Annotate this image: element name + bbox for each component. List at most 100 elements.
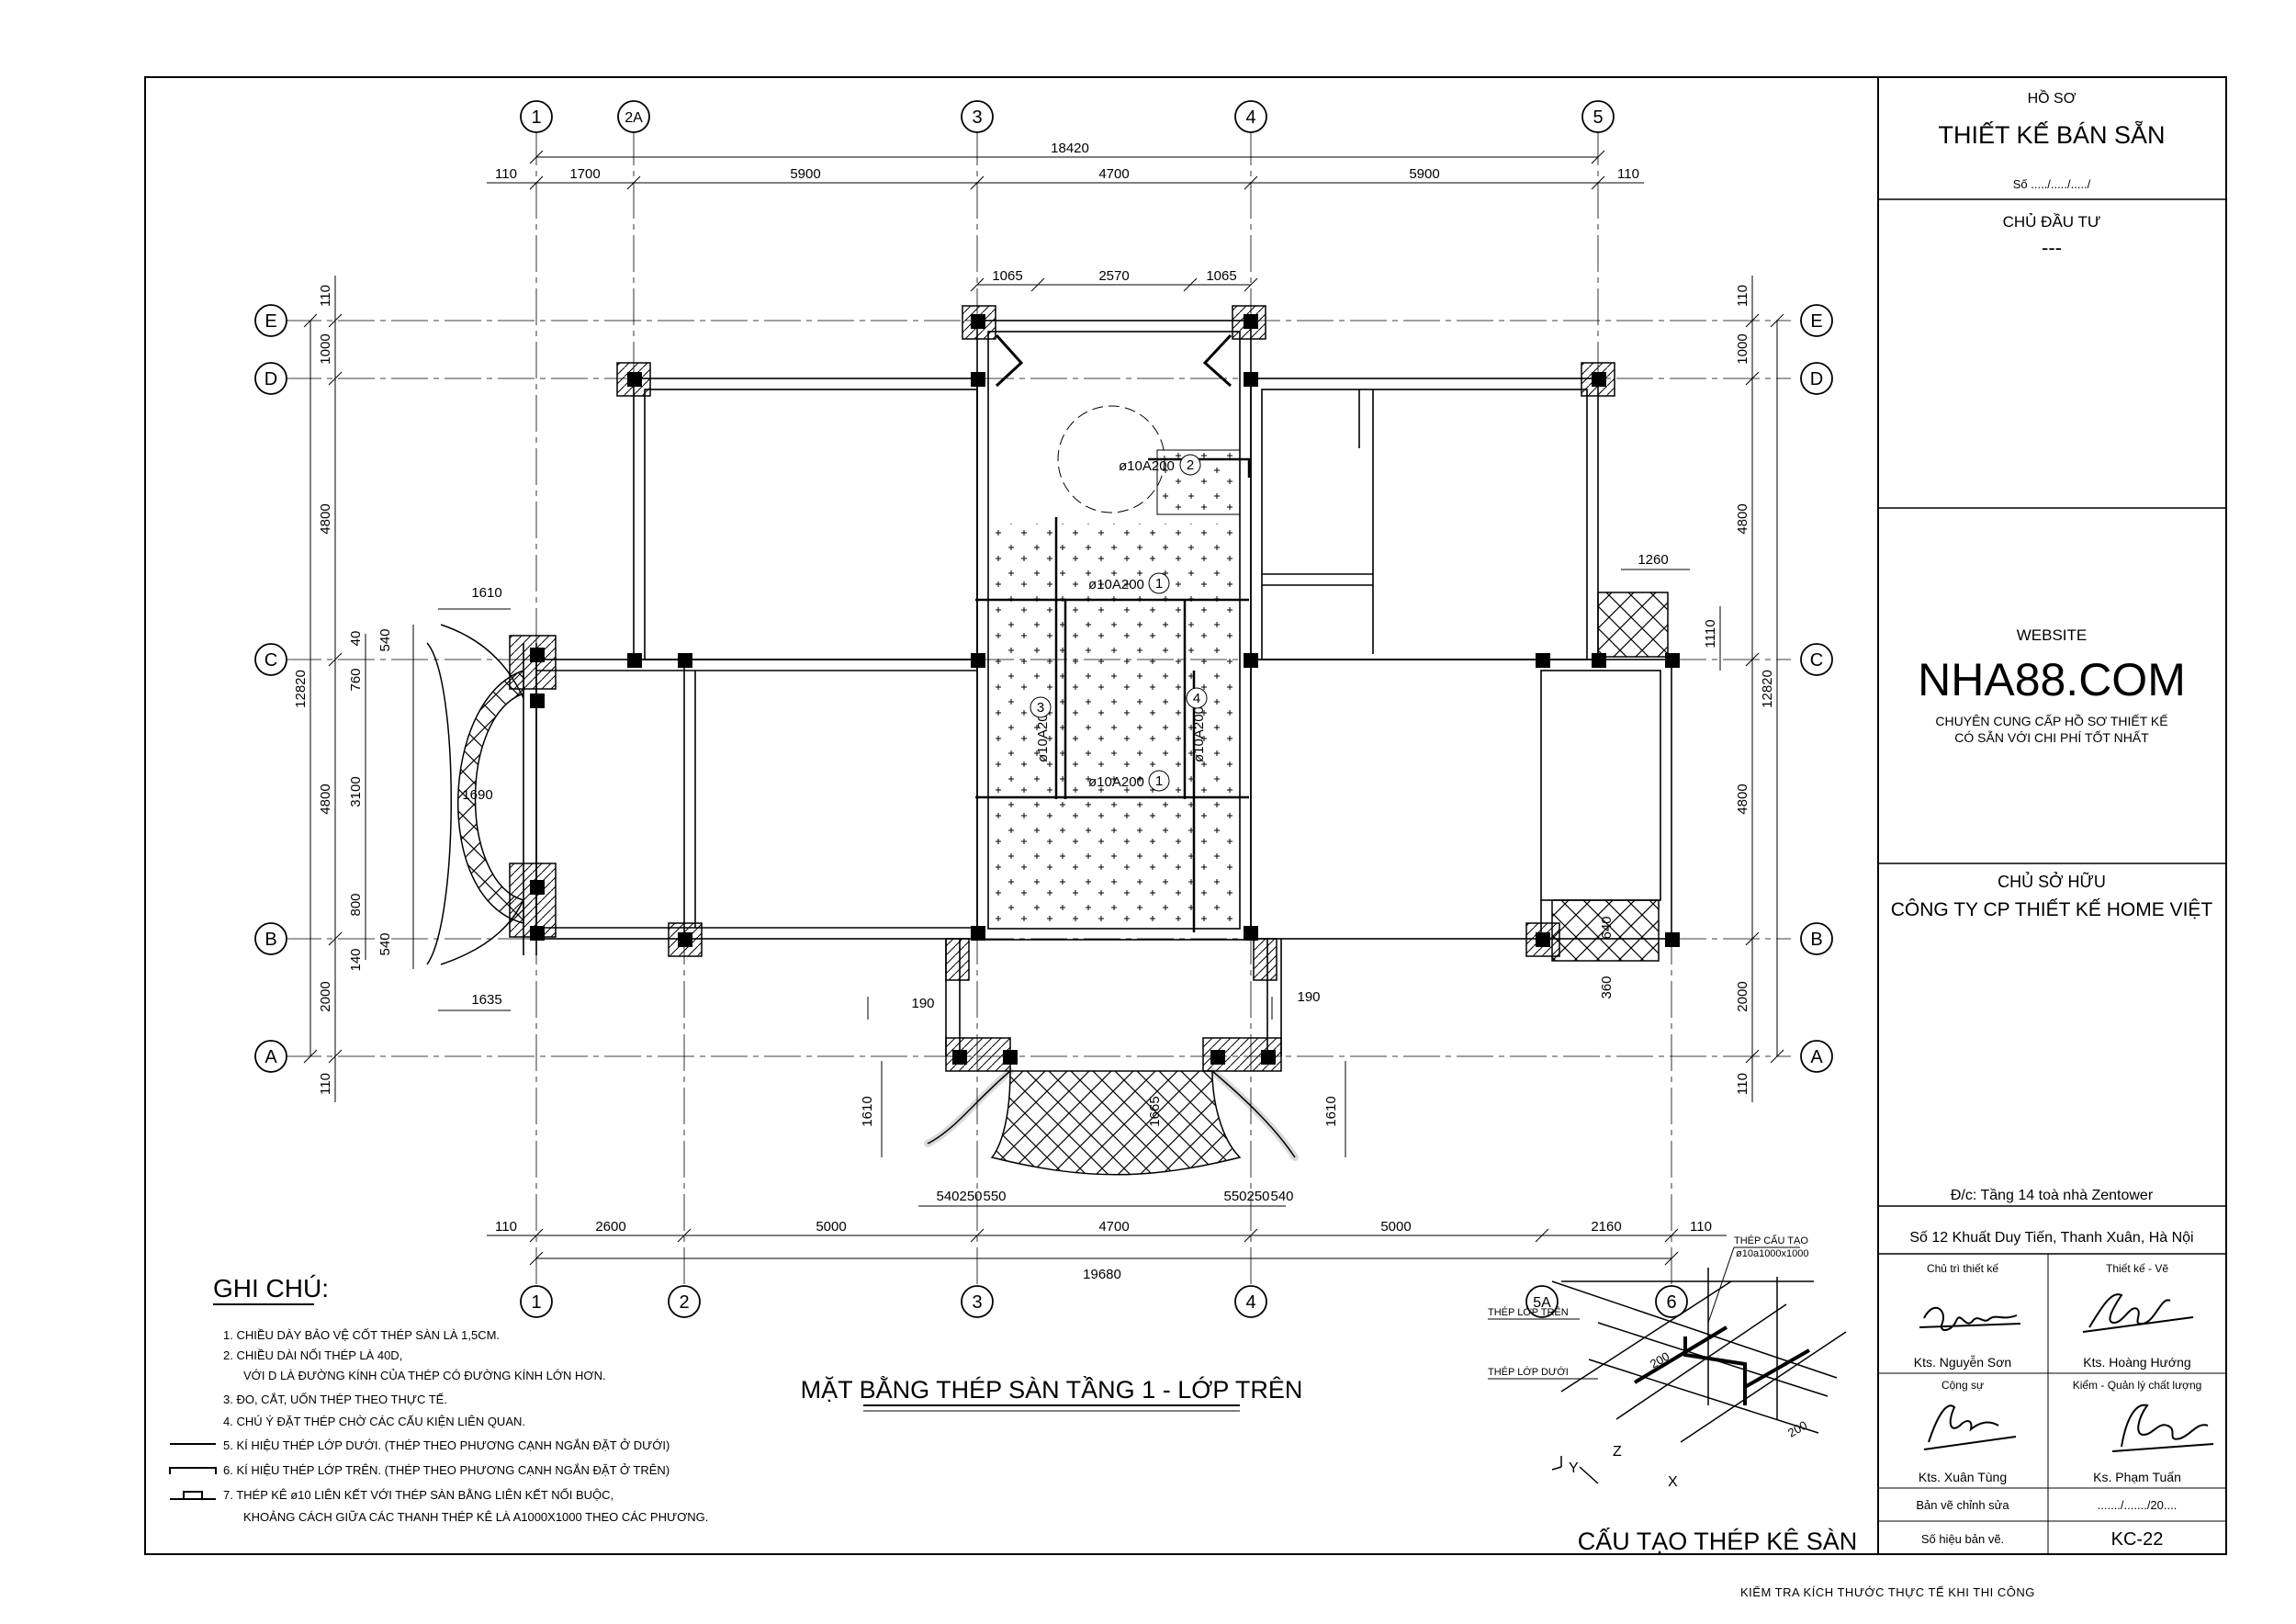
address-line-2: Số 12 Khuất Duy Tiến, Thanh Xuân, Hà Nội xyxy=(1909,1230,2193,1246)
svg-text:140: 140 xyxy=(348,948,364,971)
sheet-border xyxy=(144,76,2227,1555)
footer-note: KIỂM TRA KÍCH THƯỚC THỰC TẾ KHI THI CÔNG xyxy=(1740,1585,2035,1599)
rebar-label-3: ø10A200 xyxy=(1035,706,1051,762)
svg-text:1: 1 xyxy=(1155,773,1163,789)
svg-text:THÉP LỚP TRÊN: THÉP LỚP TRÊN xyxy=(1488,1306,1569,1318)
svg-text:1610: 1610 xyxy=(1323,1096,1339,1126)
svg-text:Y: Y xyxy=(1569,1460,1579,1476)
rebar-label-4: ø10A200 xyxy=(1191,706,1207,762)
svg-text:1110: 1110 xyxy=(1703,619,1718,648)
ban-ve-chinh-sua-label: Bản vẽ chỉnh sửa xyxy=(1916,1498,2009,1512)
ho-so-label: HỒ SƠ xyxy=(2028,89,2077,107)
svg-text:760: 760 xyxy=(348,668,364,691)
svg-text:1000: 1000 xyxy=(318,333,333,364)
grid-bubbles-right: E D C B A xyxy=(1800,304,1833,1073)
svg-text:1065: 1065 xyxy=(1206,268,1236,284)
svg-text:540: 540 xyxy=(377,932,393,955)
svg-text:1065: 1065 xyxy=(992,268,1022,284)
svg-text:4: 4 xyxy=(1245,1292,1255,1313)
grid-bubbles-top: 1 2A 3 4 5 xyxy=(520,100,1615,133)
svg-text:7. THÉP KÊ ø10 LIÊN KẾT VỚI TH: 7. THÉP KÊ ø10 LIÊN KẾT VỚI THÉP SÀN BẰN… xyxy=(223,1488,613,1502)
svg-text:2000: 2000 xyxy=(1735,981,1750,1011)
svg-text:1610: 1610 xyxy=(471,585,501,601)
svg-text:3: 3 xyxy=(1037,700,1044,716)
svg-text:1000: 1000 xyxy=(1735,333,1750,364)
svg-text:540: 540 xyxy=(936,1189,959,1204)
svg-text:800: 800 xyxy=(348,893,364,916)
svg-text:4800: 4800 xyxy=(318,503,333,534)
stair-diagonals xyxy=(995,333,1232,388)
grid-bubbles-bottom: 1 2 3 4 5A 6 xyxy=(520,1285,1688,1318)
svg-text:1700: 1700 xyxy=(569,166,600,182)
bay-window-front xyxy=(990,1070,1242,1176)
svg-text:1: 1 xyxy=(531,107,541,128)
signature-chu-tri xyxy=(1919,1306,2021,1331)
svg-text:550: 550 xyxy=(1223,1189,1246,1204)
svg-text:110: 110 xyxy=(318,1073,333,1095)
svg-text:1. CHIỀU DÀY BẢO VỆ CỐT THÉP S: 1. CHIỀU DÀY BẢO VỆ CỐT THÉP SÀN LÀ 1,5C… xyxy=(223,1328,500,1342)
svg-text:Z: Z xyxy=(1613,1444,1622,1460)
svg-text:2: 2 xyxy=(1187,457,1194,473)
svg-text:6: 6 xyxy=(1666,1292,1676,1313)
svg-text:190: 190 xyxy=(1297,989,1320,1005)
grid-bubbles-left: E D C B A xyxy=(254,304,287,1073)
signature-kiem xyxy=(2111,1404,2214,1452)
svg-text:2A: 2A xyxy=(625,110,643,126)
svg-text:110: 110 xyxy=(1690,1219,1712,1235)
svg-text:VỚI D LÀ ĐƯỜNG KÍNH CỦA THÉP C: VỚI D LÀ ĐƯỜNG KÍNH CỦA THÉP CÓ ĐƯỜNG KÍ… xyxy=(243,1369,606,1382)
name-cong-su: Kts. Xuân Tùng xyxy=(1919,1470,2007,1484)
svg-text:C: C xyxy=(264,650,277,671)
svg-text:D: D xyxy=(264,369,277,389)
tagline-1: CHUYÊN CUNG CẤP HỒ SƠ THIẾT KẾ xyxy=(1935,713,2167,728)
columns xyxy=(530,314,1680,1065)
svg-text:250: 250 xyxy=(1246,1189,1269,1204)
svg-text:110: 110 xyxy=(1735,285,1750,307)
signature-thiet-ke xyxy=(2082,1293,2194,1333)
name-kiem: Ks. Phạm Tuấn xyxy=(2093,1470,2181,1484)
svg-text:THÉP LỚP DƯỚI: THÉP LỚP DƯỚI xyxy=(1488,1366,1569,1378)
stair-slab xyxy=(1156,449,1241,515)
ban-ve-chinh-sua-value: ......./......./20.... xyxy=(2098,1498,2178,1512)
svg-text:12820: 12820 xyxy=(293,670,309,708)
role-cong-su: Cộng sự xyxy=(1941,1379,1984,1392)
svg-text:110: 110 xyxy=(495,1219,517,1235)
svg-text:2: 2 xyxy=(679,1292,689,1313)
svg-text:5A: 5A xyxy=(1533,1295,1551,1311)
svg-text:4. CHÚ Ý ĐẶT THÉP CHỜ CÁC CẤU: 4. CHÚ Ý ĐẶT THÉP CHỜ CÁC CẤU KIỆN LIÊN … xyxy=(223,1415,525,1428)
svg-text:4700: 4700 xyxy=(1098,166,1129,182)
rebar-chair-detail: Y Z X THÉP CẤU TẠO ø10a1000x1000 THÉP LỚ… xyxy=(1488,1235,1857,1555)
svg-text:2. CHIỀU DÀI NỐI THÉP LÀ 40D,: 2. CHIỀU DÀI NỐI THÉP LÀ 40D, xyxy=(223,1348,402,1362)
svg-text:4800: 4800 xyxy=(1735,503,1750,534)
svg-text:12820: 12820 xyxy=(1760,670,1775,708)
rebar-label-1-top: ø10A200 xyxy=(1088,577,1144,592)
svg-text:THÉP CẤU TẠO: THÉP CẤU TẠO xyxy=(1734,1235,1808,1246)
svg-text:1: 1 xyxy=(1155,576,1163,592)
svg-text:5: 5 xyxy=(1593,107,1603,128)
bay-window-left xyxy=(456,669,524,924)
svg-text:4: 4 xyxy=(1245,107,1255,128)
hatched-blocks xyxy=(509,305,1669,1072)
bay-window-left-arcs xyxy=(426,624,524,965)
notes-heading: GHI CHÚ: xyxy=(213,1274,329,1303)
rebar-label-1-bottom: ø10A200 xyxy=(1088,774,1144,790)
svg-text:E: E xyxy=(1810,311,1822,332)
svg-text:KHOẢNG CÁCH GIỮA CÁC THANH THÉ: KHOẢNG CÁCH GIỮA CÁC THANH THÉP KÊ LÀ A1… xyxy=(243,1510,708,1524)
chu-so-huu-label: CHỦ SỞ HỮU xyxy=(1998,872,2106,891)
chu-dau-tu-value: --- xyxy=(2042,236,2062,259)
svg-text:1260: 1260 xyxy=(1638,552,1668,568)
svg-text:B: B xyxy=(264,930,276,950)
svg-text:1: 1 xyxy=(531,1292,541,1313)
svg-text:1610: 1610 xyxy=(860,1096,875,1126)
svg-text:A: A xyxy=(264,1047,277,1067)
svg-text:3. ĐO, CẮT, UỐN THÉP THEO THỰC: 3. ĐO, CẮT, UỐN THÉP THEO THỰC TẾ. xyxy=(223,1393,447,1406)
svg-text:200: 200 xyxy=(1648,1349,1671,1371)
dimension-texts: 18420 110 1700 5900 4700 5900 110 1065 2… xyxy=(293,141,1775,1282)
ho-so-title: THIẾT KẾ BÁN SẴN xyxy=(1938,119,2165,149)
so-hieu-value: KC-22 xyxy=(2111,1529,2164,1550)
detail-title: CẤU TẠO THÉP KÊ SÀN xyxy=(1578,1527,1858,1555)
chu-so-huu-value: CÔNG TY CP THIẾT KẾ HOME VIỆT xyxy=(1891,899,2213,920)
website-name: NHA88.COM xyxy=(1918,654,2186,705)
svg-text:3: 3 xyxy=(972,107,982,128)
svg-text:4800: 4800 xyxy=(318,784,333,814)
svg-text:550: 550 xyxy=(983,1189,1006,1204)
